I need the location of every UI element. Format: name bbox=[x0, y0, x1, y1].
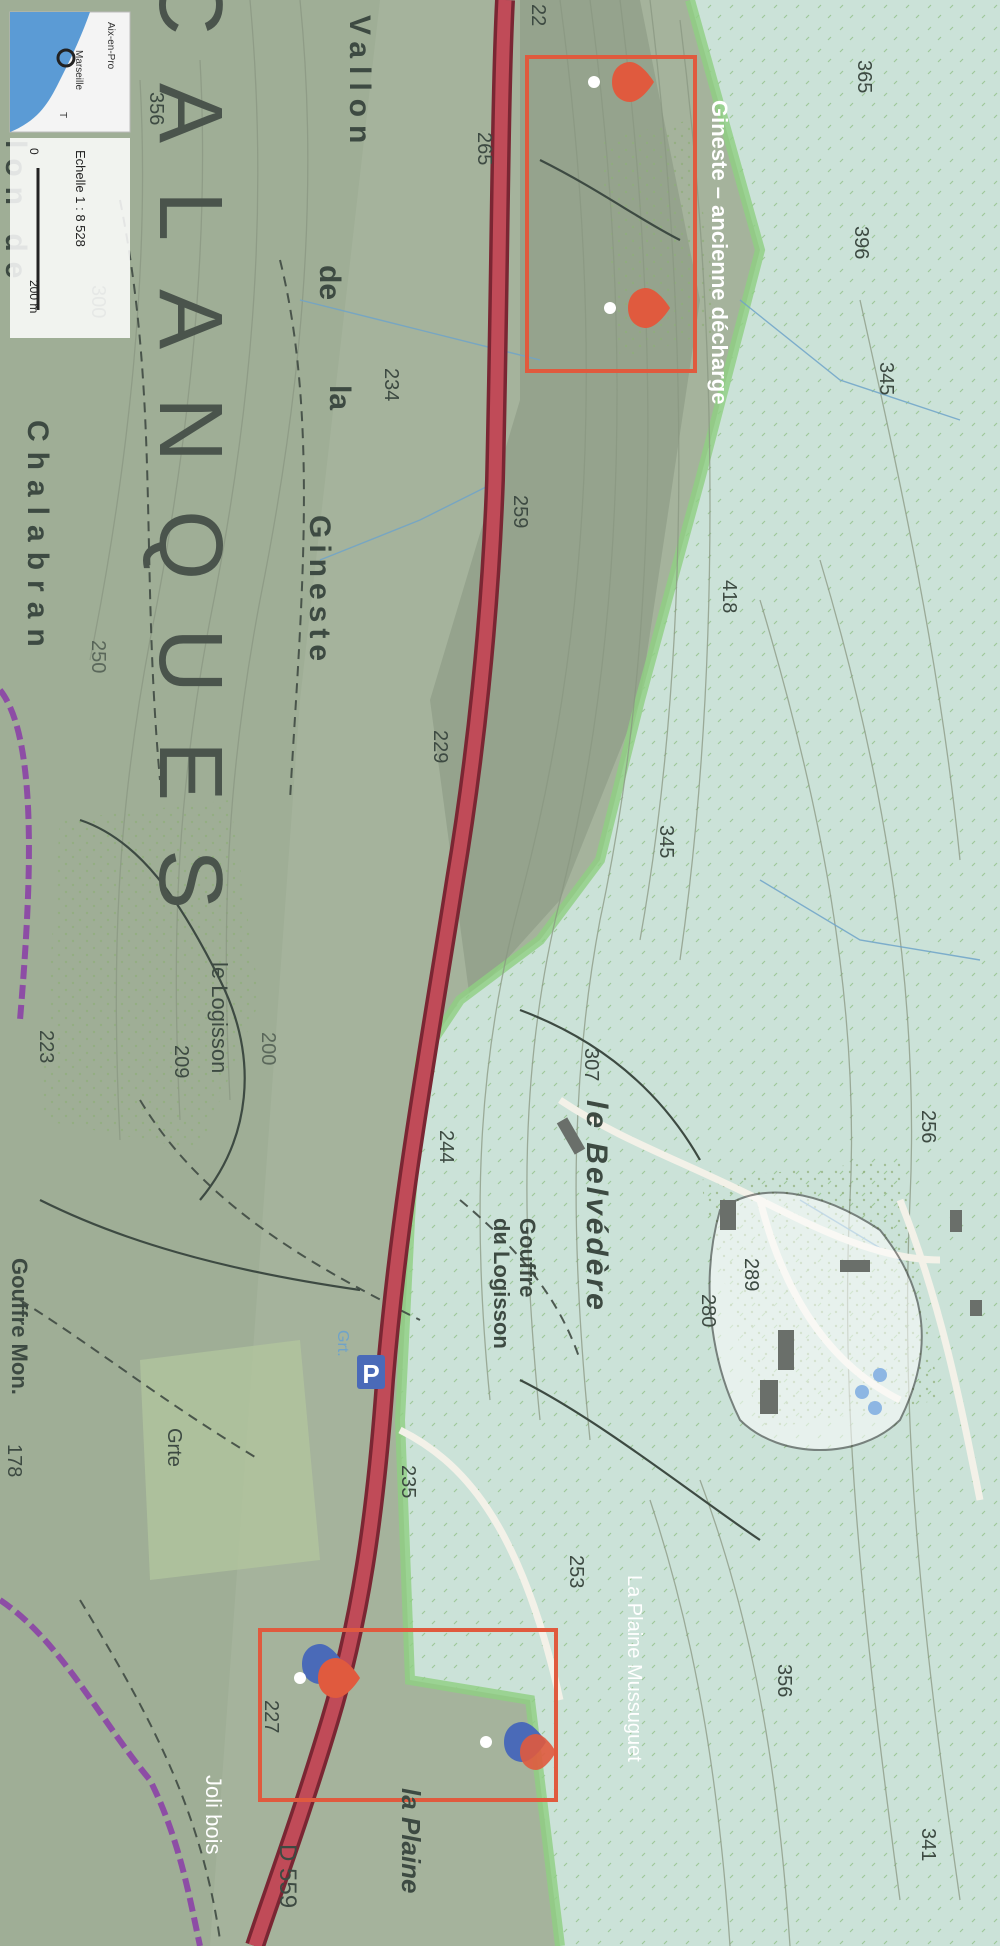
road-d559 bbox=[248, 0, 512, 1946]
elev-259: 259 bbox=[509, 495, 531, 528]
scale-distance: 200 m bbox=[27, 280, 41, 313]
elev-365: 365 bbox=[853, 60, 875, 93]
meadow-texture bbox=[400, 0, 1000, 1946]
marker-red-2[interactable] bbox=[604, 288, 670, 328]
marker-red-3[interactable] bbox=[294, 1658, 360, 1698]
grt-label: Grt. bbox=[334, 1330, 351, 1357]
elev-250: 250 bbox=[87, 640, 109, 673]
label-layer: CALANQUES Vallon de la Gineste Chalabran… bbox=[0, 0, 732, 1908]
contour-lines bbox=[89, 0, 961, 1946]
inset-location-icon bbox=[56, 48, 76, 68]
inset-map[interactable]: Aix-en-Pro Marseille T bbox=[9, 11, 131, 133]
elev-345-a: 345 bbox=[875, 362, 897, 395]
elev-22: 22 bbox=[527, 4, 549, 26]
vallon-label: Vallon bbox=[343, 15, 376, 151]
buildings bbox=[556, 1117, 982, 1414]
marker-red-4[interactable] bbox=[520, 1734, 556, 1770]
annotation-label: Gineste – ancienne décharge bbox=[707, 100, 732, 404]
elev-253: 253 bbox=[565, 1555, 587, 1588]
trail-lines bbox=[19, 199, 581, 1941]
elev-341: 341 bbox=[917, 1828, 939, 1861]
scale-widget: 0 200 m Echelle 1 : 8 528 bbox=[10, 138, 130, 338]
elev-418: 418 bbox=[718, 580, 740, 613]
track-lines bbox=[39, 159, 761, 1541]
parking-symbol: P bbox=[362, 1359, 379, 1389]
forest-patch-2 bbox=[140, 1340, 320, 1580]
elev-289: 289 bbox=[740, 1258, 762, 1291]
elev-256: 256 bbox=[917, 1110, 939, 1143]
parking-marker[interactable]: P bbox=[357, 1355, 385, 1389]
la-label: la bbox=[323, 385, 356, 410]
elev-227: 227 bbox=[260, 1700, 282, 1733]
chalabran-label: Chalabran bbox=[21, 420, 54, 657]
le-belvedere-label: le Belvédère bbox=[580, 1100, 613, 1313]
water-dots bbox=[855, 1368, 887, 1415]
forest-edge bbox=[394, 0, 766, 1946]
elev-209: 209 bbox=[170, 1045, 192, 1078]
elev-178: 178 bbox=[3, 1444, 25, 1477]
park-boundary bbox=[0, 688, 203, 1946]
inset-city-1: Aix-en-Pro bbox=[105, 22, 116, 70]
du-logisson-label: du Logisson bbox=[489, 1218, 514, 1349]
elev-280: 280 bbox=[697, 1294, 719, 1327]
elev-200: 200 bbox=[257, 1032, 279, 1065]
joli-bois-label: Joli bois bbox=[201, 1775, 226, 1854]
elev-345-b: 345 bbox=[655, 825, 677, 858]
de-label: de bbox=[313, 265, 346, 300]
plaine-mussuguet-label: La Plaine Mussuguet bbox=[623, 1575, 645, 1762]
elev-356-a: 356 bbox=[145, 92, 167, 125]
elevation-labels: 356 265 234 259 229 223 209 244 235 253 … bbox=[3, 4, 939, 1861]
highlight-box-north[interactable] bbox=[525, 55, 697, 373]
inset-city-2: Marseille bbox=[73, 50, 84, 90]
road-d559-label: D 559 bbox=[274, 1844, 301, 1908]
elev-396: 396 bbox=[850, 226, 872, 259]
marker-red-1[interactable] bbox=[588, 62, 654, 102]
elev-307: 307 bbox=[580, 1048, 602, 1081]
grte-label: Grte bbox=[163, 1428, 185, 1467]
la-plaine-label: la Plaine bbox=[396, 1788, 426, 1894]
scale-zero: 0 bbox=[27, 148, 41, 155]
elev-229: 229 bbox=[429, 730, 451, 763]
elev-235: 235 bbox=[397, 1465, 419, 1498]
elev-356-b: 356 bbox=[773, 1664, 795, 1697]
inset-sea bbox=[10, 12, 90, 132]
elev-265: 265 bbox=[473, 132, 495, 165]
scale-text: Echelle 1 : 8 528 bbox=[73, 150, 88, 247]
gineste-label: Gineste bbox=[303, 515, 336, 667]
gouffre-label: Gouffre bbox=[515, 1218, 540, 1297]
forest-patch-1 bbox=[40, 800, 260, 1150]
inset-city-3: T bbox=[57, 112, 68, 118]
elev-223: 223 bbox=[35, 1030, 57, 1063]
gouffre-mon-label: Gouffre Mon. bbox=[7, 1258, 32, 1395]
region-name-label: CALANQUES bbox=[140, 0, 240, 957]
elev-234: 234 bbox=[380, 368, 402, 401]
elev-244: 244 bbox=[435, 1130, 457, 1163]
le-logisson-label: le Logisson bbox=[207, 962, 232, 1073]
highlight-box-south[interactable] bbox=[258, 1628, 558, 1802]
